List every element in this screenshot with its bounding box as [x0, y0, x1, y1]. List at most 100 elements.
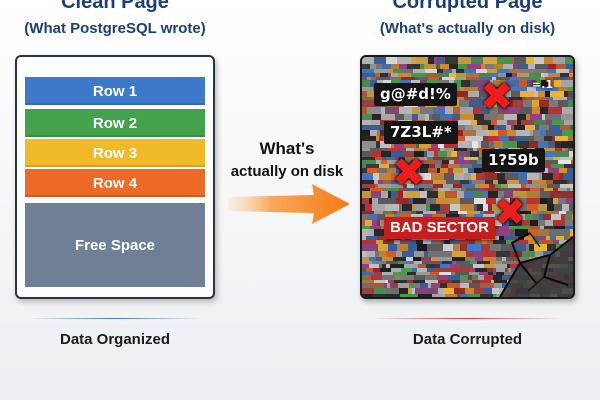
noise-block	[534, 244, 547, 251]
noise-block	[473, 191, 483, 198]
noise-block	[547, 184, 560, 188]
noise-block	[553, 157, 560, 160]
noise-block	[498, 114, 504, 120]
noise-block	[375, 73, 380, 77]
noise-block	[420, 168, 428, 173]
noise-block	[469, 240, 475, 244]
noise-block	[448, 275, 460, 280]
noise-block	[526, 114, 530, 120]
noise-block	[569, 151, 573, 157]
noise-block	[526, 244, 529, 251]
noise-block	[567, 180, 570, 184]
noise-block	[416, 57, 428, 64]
noise-block	[527, 191, 540, 198]
noise-block	[378, 244, 388, 251]
noise-block	[492, 204, 501, 211]
noise-block	[440, 168, 448, 173]
noise-block	[464, 97, 476, 100]
noise-block	[489, 130, 498, 136]
noise-block	[504, 191, 513, 198]
noise-block	[472, 164, 483, 168]
noise-block	[484, 288, 492, 294]
noise-block	[387, 168, 396, 173]
noise-block	[424, 160, 435, 164]
noise-block	[382, 157, 386, 160]
noise-block	[488, 204, 492, 211]
noise-block	[548, 64, 556, 69]
noise-block	[460, 180, 469, 184]
noise-block	[564, 120, 573, 125]
noise-block	[371, 120, 380, 125]
noise-block	[426, 204, 430, 211]
noise-block	[362, 87, 373, 91]
row-4-block: Row 4	[25, 169, 205, 197]
noise-block	[417, 244, 427, 251]
noise-block	[512, 73, 517, 77]
noise-block	[376, 257, 382, 261]
noise-block	[414, 151, 424, 157]
noise-block	[430, 261, 442, 264]
noise-block	[538, 229, 549, 236]
noise-block	[370, 226, 381, 229]
noise-block	[470, 261, 477, 264]
noise-block	[567, 188, 570, 191]
noise-block	[362, 251, 366, 257]
noise-block	[484, 100, 494, 107]
noise-block	[379, 251, 386, 257]
noise-block	[453, 184, 462, 188]
noise-block	[437, 275, 448, 280]
noise-block	[365, 275, 371, 280]
noise-block	[447, 151, 451, 157]
noise-block	[407, 64, 420, 69]
noise-block	[445, 107, 453, 114]
noise-block	[570, 229, 573, 236]
noise-block	[480, 294, 493, 297]
noise-block	[376, 160, 381, 164]
noise-block	[414, 251, 424, 257]
noise-block	[425, 69, 437, 73]
noise-block	[550, 191, 562, 198]
noise-block	[378, 198, 385, 204]
noise-block	[536, 87, 544, 91]
noise-block	[451, 151, 457, 157]
noise-block	[504, 214, 510, 220]
noise-block	[565, 57, 573, 64]
noise-block	[520, 107, 532, 114]
noise-block	[440, 204, 450, 211]
noise-block	[460, 198, 474, 204]
noise-block	[526, 184, 540, 188]
noise-block	[543, 211, 546, 214]
noise-block	[437, 73, 449, 77]
noise-block	[391, 151, 403, 157]
noise-block	[542, 114, 545, 120]
noise-block	[460, 264, 473, 268]
noise-block	[461, 294, 468, 297]
noise-block	[469, 283, 480, 288]
noise-block	[414, 184, 428, 188]
noise-block	[434, 264, 440, 268]
noise-block	[379, 148, 388, 151]
free-space-block: Free Space	[25, 203, 205, 287]
noise-block	[427, 244, 432, 251]
noise-block	[385, 107, 399, 114]
noise-block	[395, 157, 399, 160]
noise-block	[399, 157, 405, 160]
noise-block	[374, 57, 383, 64]
noise-block	[497, 229, 511, 236]
noise-block	[498, 191, 504, 198]
noise-block	[454, 173, 464, 180]
noise-block	[514, 57, 526, 64]
noise-block	[460, 275, 468, 280]
noise-block	[551, 214, 561, 220]
noise-block	[380, 220, 385, 226]
noise-block	[522, 251, 535, 257]
noise-block	[544, 168, 548, 173]
noise-block	[413, 198, 426, 204]
noise-block	[567, 168, 573, 173]
noise-block	[513, 64, 518, 69]
noise-block	[437, 69, 443, 73]
noise-block	[559, 173, 563, 180]
noise-block	[399, 188, 405, 191]
noise-block	[433, 188, 438, 191]
noise-block	[430, 204, 440, 211]
